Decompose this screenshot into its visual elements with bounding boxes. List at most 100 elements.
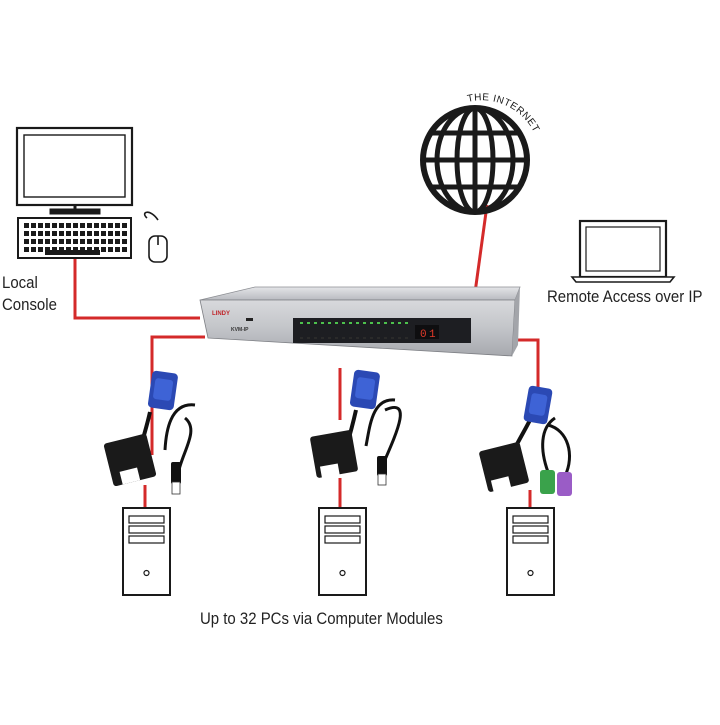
keyboard-key [31,231,36,236]
switch-port-led [405,337,408,339]
keyboard-key [87,223,92,228]
switch-port-led [391,337,394,339]
keyboard-key [66,247,71,252]
computer-module-usb-left [103,370,196,495]
keyboard-key [122,247,127,252]
switch-port-led [356,337,359,339]
switch-display-digit-2: 1 [429,329,436,341]
switch-model-label: KVM-IP [231,327,249,333]
keyboard-key [122,231,127,236]
local-console-label-line-1: Local [2,273,38,292]
keyboard-key [24,247,29,252]
keyboard-key [115,231,120,236]
keyboard-key [31,239,36,244]
keyboard-key [38,231,43,236]
switch-port-led [384,337,387,339]
switch-led [398,322,401,324]
switch-port-led [321,337,324,339]
keyboard-key [24,231,29,236]
keyboard-key [87,239,92,244]
keyboard-key [45,247,50,252]
keyboard-key [115,223,120,228]
keyboard-key [101,231,106,236]
switch-display-digit-1: 0 [420,329,427,341]
keyboard-key [108,231,113,236]
keyboard-key [52,223,57,228]
keyboard-key [59,231,64,236]
keyboard-key [122,223,127,228]
keyboard-key [24,223,29,228]
keyboard-key [87,231,92,236]
remote-access-label: Remote Access over IP [547,287,703,306]
keyboard-key [108,247,113,252]
computers-label: Up to 32 PCs via Computer Modules [200,609,443,628]
switch-led [335,322,338,324]
keyboard-key [115,239,120,244]
kvm-switch: 0 1 LINDY KVM-IP [199,286,521,357]
keyboard-key [80,223,85,228]
keyboard-key [80,247,85,252]
switch-port-led [342,337,345,339]
keyboard-key [52,239,57,244]
keyboard-key [52,247,57,252]
keyboard-key [73,223,78,228]
switch-led [363,322,366,324]
switch-led [405,322,408,324]
switch-port-led [363,337,366,339]
monitor-icon [15,126,134,215]
keyboard-key [45,231,50,236]
switch-led [314,322,317,324]
keyboard-key [80,231,85,236]
keyboard-key [101,239,106,244]
switch-led [342,322,345,324]
keyboard-key [24,239,29,244]
keyboard-key [108,239,113,244]
switch-led [356,322,359,324]
keyboard-key [73,247,78,252]
keyboard-key [122,239,127,244]
globe-icon [420,105,530,215]
keyboard-key [73,239,78,244]
keyboard-key [38,223,43,228]
keyboard-key [94,247,99,252]
mouse-icon [143,211,168,263]
keyboard-key [94,239,99,244]
keyboard-key [59,239,64,244]
keyboard-key [45,223,50,228]
keyboard-key [115,247,120,252]
switch-led [384,322,387,324]
switch-port-led [370,337,373,339]
switch-led [370,322,373,324]
keyboard-key [66,239,71,244]
switch-led [377,322,380,324]
cable-switch-to-pc-right [512,338,540,405]
keyboard-key [38,239,43,244]
computer-module-ps2-right [479,385,572,496]
keyboard-key [80,239,85,244]
keyboard-key [31,223,36,228]
cable-console-to-switch [73,258,200,320]
keyboard-key [101,247,106,252]
keyboard-key [101,223,106,228]
pc-tower-icon [318,507,367,596]
keyboard-icon [17,217,132,259]
switch-port-led [335,337,338,339]
keyboard-key [73,231,78,236]
switch-led [300,322,303,324]
keyboard-key [38,247,43,252]
switch-port-led [314,337,317,339]
switch-port-led [328,337,331,339]
cable-lines [73,204,540,508]
keyboard-key [87,247,92,252]
switch-led [321,322,324,324]
switch-port-led [307,337,310,339]
keyboard-key [52,231,57,236]
switch-port-led [377,337,380,339]
switch-led [349,322,352,324]
keyboard-key [94,223,99,228]
switch-port-led [349,337,352,339]
keyboard-key [66,231,71,236]
switch-led [328,322,331,324]
laptop-icon [570,219,676,283]
